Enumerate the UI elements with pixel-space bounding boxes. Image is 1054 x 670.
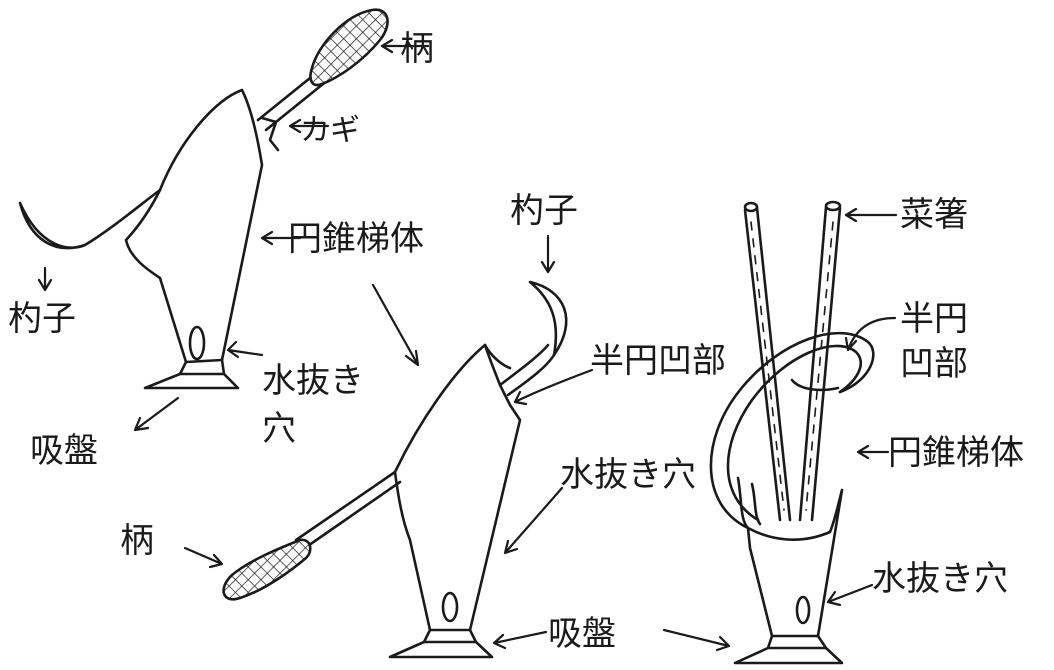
label-chopsticks: 菜箸 xyxy=(900,195,968,235)
label-ladle-2: 杓子 xyxy=(510,191,578,231)
drain-hole-2 xyxy=(441,591,459,623)
figure-3-chopstick-holder xyxy=(709,200,875,665)
half-circle-recess-2 xyxy=(483,343,512,370)
arrows-figure-3 xyxy=(826,207,898,607)
suction-cup-2 xyxy=(388,628,494,659)
label-suction-cup-2: 吸盤 xyxy=(548,614,616,654)
ladle-arm-2 xyxy=(498,343,556,397)
label-half-circle-recess-2a: 半円 xyxy=(900,299,968,339)
suction-cup-3 xyxy=(733,634,844,665)
label-half-circle-recess-1: 半円凹部 xyxy=(590,341,726,381)
handle-grip-1 xyxy=(309,8,389,87)
label-handle-1: 柄 xyxy=(400,29,434,69)
chopstick-right xyxy=(798,200,842,522)
figure-1-ladle-holder xyxy=(18,8,389,390)
ladle-loop-inner xyxy=(726,344,862,522)
label-drain-hole-1b: 穴 xyxy=(262,409,296,449)
label-half-circle-recess-2b: 凹部 xyxy=(900,344,968,384)
handle-rod-2 xyxy=(294,470,402,552)
labels: 柄 カギ 円錐梯体 杓子 水抜き 穴 吸盤 杓子 半円凹部 水抜き穴 柄 吸盤 … xyxy=(8,29,1024,654)
label-ladle-1: 杓子 xyxy=(8,299,76,339)
hook-1 xyxy=(260,116,280,152)
cone-body-3 xyxy=(746,488,844,638)
suction-cup-1 xyxy=(143,358,240,390)
ladle-loop-outer xyxy=(709,331,875,530)
handle-grip-2 xyxy=(222,538,312,601)
label-hook: カギ xyxy=(300,113,360,148)
chopstick-left xyxy=(743,201,792,522)
label-suction-cup-1: 吸盤 xyxy=(30,431,98,471)
label-cone-body-1: 円錐梯体 xyxy=(288,219,424,259)
ladle-bowl-1 xyxy=(18,201,87,250)
cone-body-1 xyxy=(124,88,264,364)
label-handle-2: 柄 xyxy=(120,521,154,561)
ladle-bowl-2 xyxy=(528,280,568,357)
drain-hole-3 xyxy=(795,595,811,625)
ladle-arm-1 xyxy=(83,188,162,247)
figure-2-ladle-holder xyxy=(222,280,568,659)
label-cone-body-2: 円錐梯体 xyxy=(888,433,1024,473)
label-drain-hole-2: 水抜き穴 xyxy=(560,455,696,495)
arrows-figure-2 xyxy=(183,234,731,652)
cone-body-2 xyxy=(393,343,522,632)
arrows-figure-1 xyxy=(37,38,430,432)
label-drain-hole-3: 水抜き穴 xyxy=(872,559,1008,599)
label-drain-hole-1: 水抜き xyxy=(262,361,364,401)
half-circle-recess-3 xyxy=(790,378,840,392)
drain-hole-1 xyxy=(188,325,206,361)
